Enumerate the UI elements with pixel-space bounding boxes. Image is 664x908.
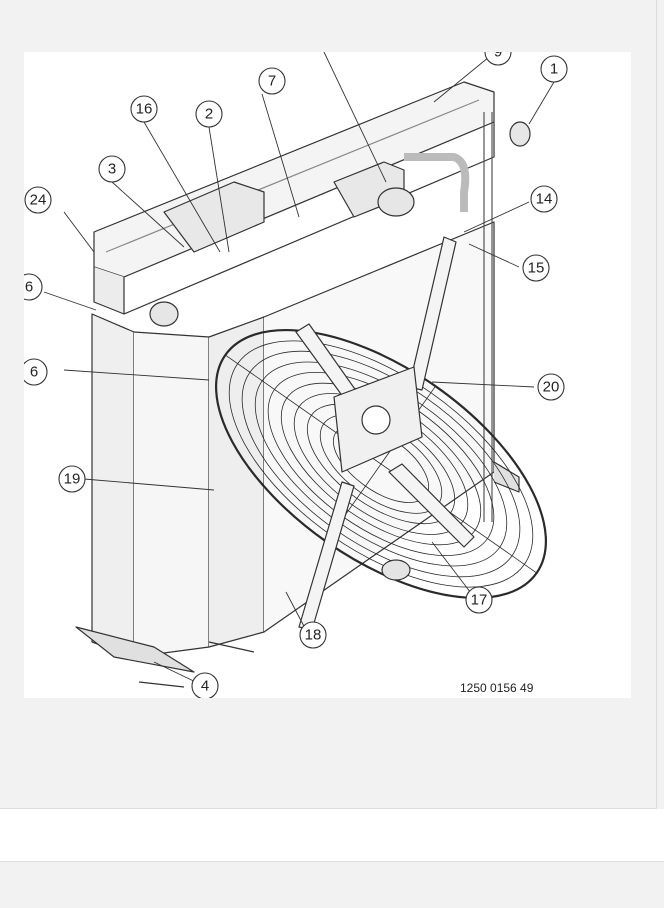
callout-14: 14: [536, 191, 553, 208]
callout-24: 24: [30, 192, 47, 209]
callout-6-partial: 6: [25, 279, 33, 296]
callout-16: 16: [136, 101, 153, 118]
radiator-fan-diagram: 1 2 3 4 6 7 9 14 15 16 17 18 19 20 24 6 …: [24, 52, 631, 698]
content-panel: 1 2 3 4 6 7 9 14 15 16 17 18 19 20 24 6 …: [0, 0, 657, 809]
diagram-drawing: 1 2 3 4 6 7 9 14 15 16 17 18 19 20 24 6 …: [24, 52, 568, 698]
blank-strip: [0, 809, 664, 862]
callout-6: 6: [30, 364, 38, 381]
callout-19: 19: [64, 471, 81, 488]
callout-4: 4: [201, 678, 209, 695]
page-footer-area: [0, 862, 664, 908]
callout-17: 17: [471, 592, 488, 609]
callout-20: 20: [543, 379, 560, 396]
callout-18: 18: [305, 627, 322, 644]
callout-15: 15: [528, 260, 545, 277]
callout-1: 1: [550, 61, 558, 78]
callout-2: 2: [205, 106, 213, 123]
callout-9: 9: [494, 52, 502, 61]
callout-3: 3: [108, 161, 116, 178]
drawing-number: 1250 0156 49: [460, 681, 534, 695]
callout-7: 7: [268, 73, 276, 90]
